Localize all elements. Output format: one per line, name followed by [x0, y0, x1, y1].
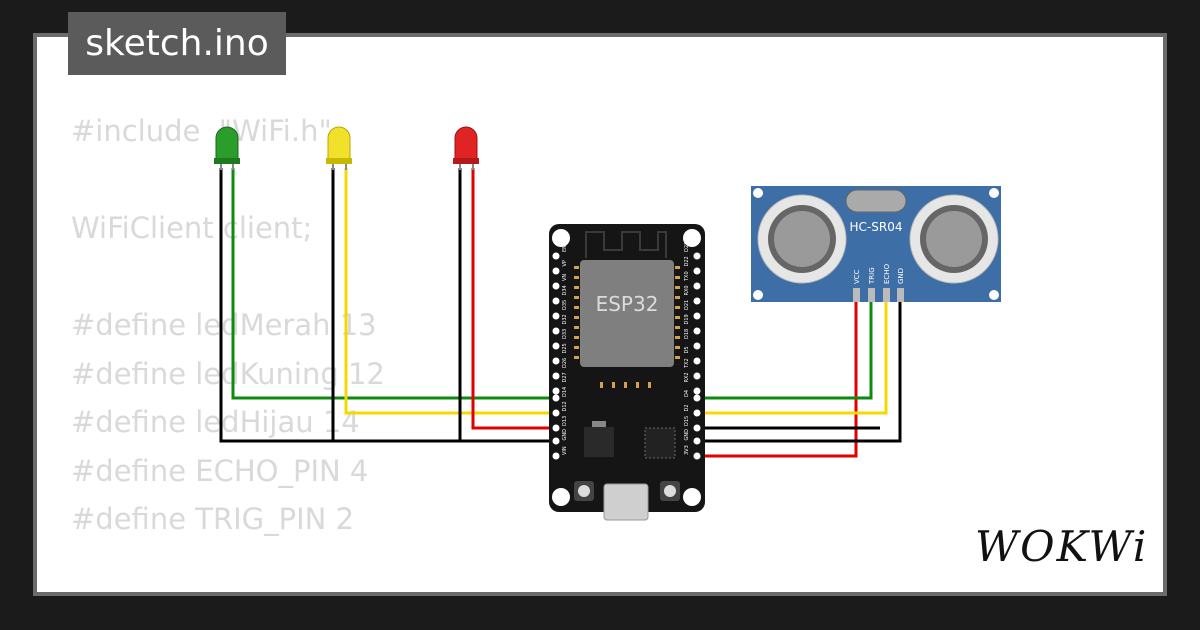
- sensor-pin-label: ECHO: [883, 263, 891, 284]
- pin-label: D12: [562, 401, 568, 411]
- pin-label: D13: [562, 416, 568, 426]
- board-label: ESP32: [596, 292, 659, 316]
- wire-sensor-trig: [697, 300, 873, 400]
- pin-label: D35: [562, 300, 568, 310]
- code-line: #define TRIG_PIN 2: [71, 502, 355, 536]
- wire-green-led-anode: [231, 168, 556, 400]
- pin-label: GND: [684, 429, 690, 441]
- pin-label: D27: [562, 372, 568, 382]
- pin-label: D4: [684, 390, 690, 397]
- led-green[interactable]: [214, 126, 240, 170]
- wire-yellow-led-anode: [344, 168, 556, 415]
- wire-sensor-echo: [697, 300, 888, 415]
- hc-sr04-sensor[interactable]: HC-SR04 VCC TRIG ECHO GND: [751, 186, 1001, 302]
- pin-label: D5: [684, 346, 690, 353]
- boot-button[interactable]: [574, 481, 594, 501]
- code-line: #include "WiFi.h": [71, 114, 332, 148]
- pin-label: D19: [684, 314, 690, 324]
- pin-label: D21: [684, 300, 690, 310]
- pin-label: D34: [562, 285, 568, 295]
- pin-label: D2: [684, 404, 690, 411]
- pin-label: D14: [562, 387, 568, 397]
- usb-port: [603, 483, 649, 521]
- sensor-pin-label: GND: [897, 268, 905, 284]
- pin-label: VIN: [562, 446, 568, 455]
- sensor-label: HC-SR04: [850, 220, 903, 234]
- file-tab[interactable]: sketch.ino: [68, 12, 286, 75]
- sensor-pin-label: TRIG: [868, 267, 876, 285]
- code-line: #define ECHO_PIN 4: [71, 453, 369, 488]
- pin-label: D23: [684, 242, 690, 252]
- pin-label: D25: [562, 343, 568, 353]
- pin-label: TX0: [684, 271, 690, 282]
- reset-button[interactable]: [660, 481, 680, 501]
- pin-label: D22: [684, 256, 690, 266]
- pin-label: RX0: [684, 285, 690, 295]
- pin-label: D32: [562, 314, 568, 324]
- code-line: #define ledKuning 12: [71, 356, 385, 391]
- pin-label: RX2: [684, 372, 690, 382]
- pin-label: EN: [562, 245, 568, 252]
- wokwi-logo: WOKWi: [975, 522, 1149, 571]
- pin-label: TX2: [684, 358, 690, 369]
- led-yellow[interactable]: [326, 126, 352, 170]
- led-red[interactable]: [453, 126, 479, 170]
- wire-green-led-cathode: [219, 168, 556, 443]
- wire-sensor-vcc: [697, 300, 858, 458]
- pin-label: D15: [684, 416, 690, 426]
- wire-sensor-gnd: [697, 300, 902, 443]
- code-line: #define ledHijau 14: [71, 405, 360, 439]
- wire-red-led-anode: [471, 168, 556, 430]
- pin-label: VN: [562, 274, 568, 281]
- pin-label: D18: [684, 329, 690, 339]
- sensor-pin-labels: VCC TRIG ECHO GND: [853, 263, 905, 285]
- pin-label: D33: [562, 329, 568, 339]
- pin-label: VP: [562, 260, 568, 266]
- code-line: WiFiClient client;: [71, 211, 313, 245]
- pin-label: D26: [562, 358, 568, 368]
- esp32-board[interactable]: ESP32 ENVPVND34D35D32D33D25D26D27D14D12D…: [549, 224, 705, 521]
- pin-label: 3V3: [684, 445, 690, 455]
- sensor-pin-label: VCC: [853, 269, 861, 284]
- pin-label: GND: [562, 429, 568, 441]
- wires: [219, 168, 902, 458]
